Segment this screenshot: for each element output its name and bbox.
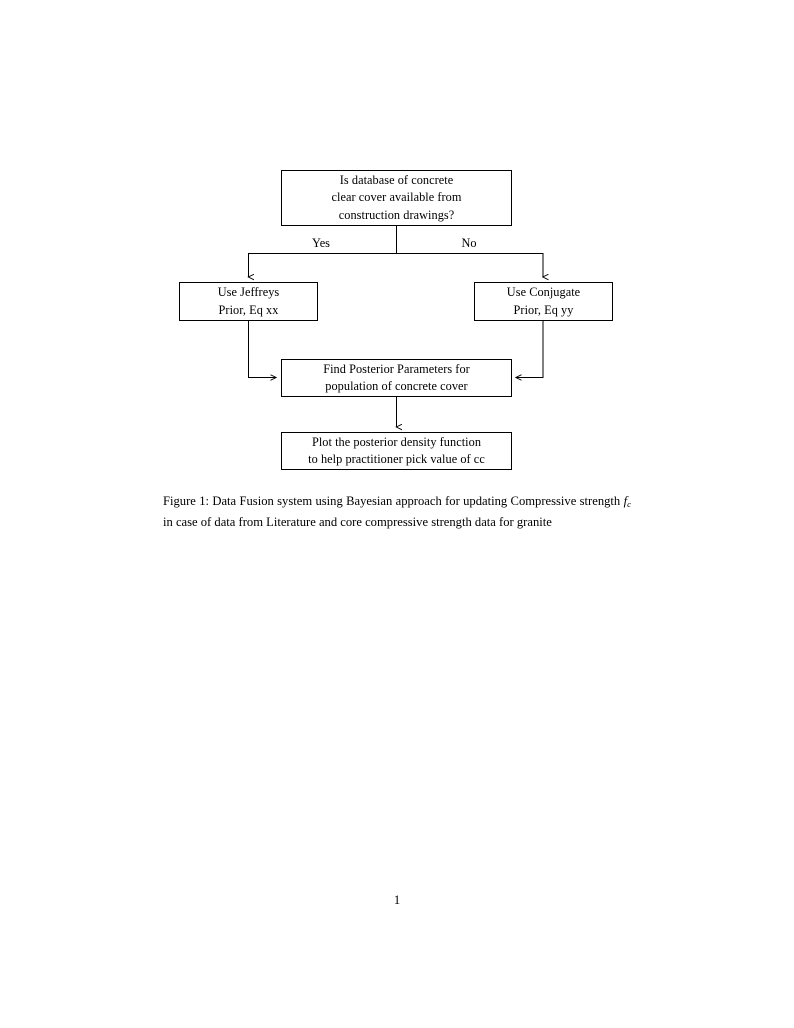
node-jeffreys-line-2: Prior, Eq xx (218, 302, 279, 317)
caption-math-subscript: c (627, 498, 631, 509)
node-plot-posterior-density[interactable]: Plot the posterior density function to h… (281, 432, 512, 470)
flowchart-connectors (0, 225, 794, 490)
edge-label-yes: Yes (312, 236, 330, 250)
caption-text-after-math: in case of data from Literature and core… (163, 515, 552, 530)
edge-label-no: No (461, 236, 477, 250)
caption-label: Figure 1: (163, 494, 210, 508)
node-conjugate-line-1: Use Conjugate (506, 285, 581, 299)
edge-conjugate-to-posterior (516, 321, 544, 378)
figure-flowchart: Is database of concrete clear cover avai… (0, 0, 794, 490)
edge-jeffreys-to-posterior (248, 321, 277, 378)
caption-text-before-math: Data Fusion system using Bayesian approa… (209, 494, 624, 508)
node-use-conjugate-prior[interactable]: Use Conjugate Prior, Eq yy (474, 282, 613, 321)
node-conjugate-line-2: Prior, Eq yy (513, 302, 574, 317)
node-decision-database[interactable]: Is database of concrete clear cover avai… (281, 170, 512, 226)
node-decision-line-3: construction drawings? (338, 207, 455, 222)
node-decision-line-2: clear cover available from (331, 190, 462, 205)
node-jeffreys-line-1: Use Jeffreys (217, 285, 280, 299)
caption-math-fc: fc (623, 494, 631, 509)
node-posterior-line-2: population of concrete cover (325, 379, 468, 393)
node-plot-line-1: Plot the posterior density function (311, 434, 482, 449)
caption-math-base: f (623, 494, 628, 508)
figure-caption: Figure 1: Data Fusion system using Bayes… (163, 492, 631, 531)
page-number: 1 (393, 893, 401, 907)
node-find-posterior-parameters[interactable]: Find Posterior Parameters for population… (281, 359, 512, 397)
node-posterior-line-1: Find Posterior Parameters for (323, 361, 470, 376)
node-use-jeffreys-prior[interactable]: Use Jeffreys Prior, Eq xx (179, 282, 318, 321)
node-decision-line-1: Is database of concrete (339, 172, 454, 187)
node-plot-line-2: to help practitioner pick value of cc (308, 452, 485, 466)
